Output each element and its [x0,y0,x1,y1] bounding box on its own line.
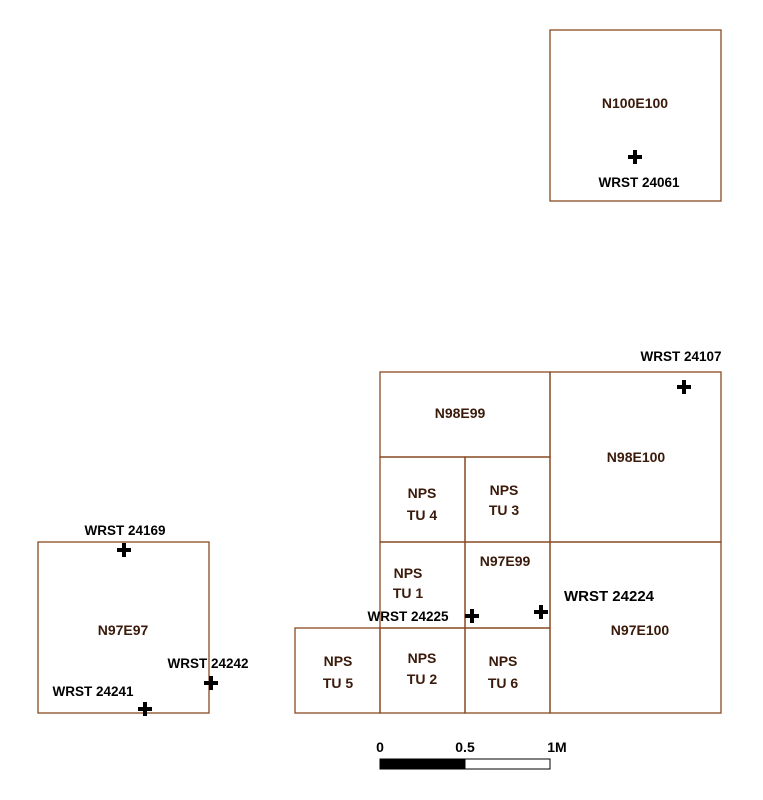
scale-bar-white-segment [464,758,551,770]
datum-label-24224: WRST 24224 [564,588,655,605]
datum-label-24225: WRST 24225 [367,609,449,624]
scale-bar: 0 0.5 1M [376,739,567,770]
datum-marker-24242 [204,676,218,690]
unit-label-n97e100: N97E100 [611,622,670,638]
datum-label-24241: WRST 24241 [52,684,134,699]
scale-tick-mid: 0.5 [455,739,475,755]
unit-n97e97-cell [37,541,210,714]
datum-marker-24107 [677,380,691,394]
datum-marker-24169 [117,543,131,557]
datum-marker-24061 [628,150,642,164]
datum-label-24169: WRST 24169 [84,523,165,538]
unit-tu5-cell [294,627,381,714]
scale-tick-0: 0 [376,739,384,755]
unit-label-n97e99: N97E99 [480,553,531,569]
unit-label-tu2-line2: TU 2 [407,671,438,687]
scale-bar-black-segment [379,758,466,770]
datum-label-24107: WRST 24107 [640,349,721,364]
unit-n100e100-cell [549,29,722,202]
unit-label-tu4-line1: NPS [408,485,437,501]
unit-label-tu1-line2: TU 1 [393,585,424,601]
datum-marker-24241 [138,702,152,716]
datum-label-24061: WRST 24061 [598,175,680,190]
unit-label-n98e100: N98E100 [607,449,666,465]
unit-label-tu1-line1: NPS [394,565,423,581]
unit-tu3-cell [464,456,551,543]
unit-label-tu2-line1: NPS [408,650,437,666]
datum-marker-24224 [534,605,548,619]
unit-label-tu6-line1: NPS [489,653,518,669]
unit-label-tu6-line2: TU 6 [488,675,519,691]
datum-marker-24225 [465,609,479,623]
datum-label-24242: WRST 24242 [167,656,248,671]
unit-tu6-cell [464,627,551,714]
unit-label-n100e100: N100E100 [602,95,668,111]
unit-label-tu3-line2: TU 3 [489,502,520,518]
unit-label-tu5-line2: TU 5 [323,675,354,691]
unit-label-n97e97: N97E97 [98,622,149,638]
scale-tick-end: 1M [547,739,566,755]
unit-label-tu4-line2: TU 4 [407,507,438,523]
unit-label-n98e99: N98E99 [435,405,486,421]
unit-label-tu3-line1: NPS [490,482,519,498]
unit-label-tu5-line1: NPS [324,653,353,669]
